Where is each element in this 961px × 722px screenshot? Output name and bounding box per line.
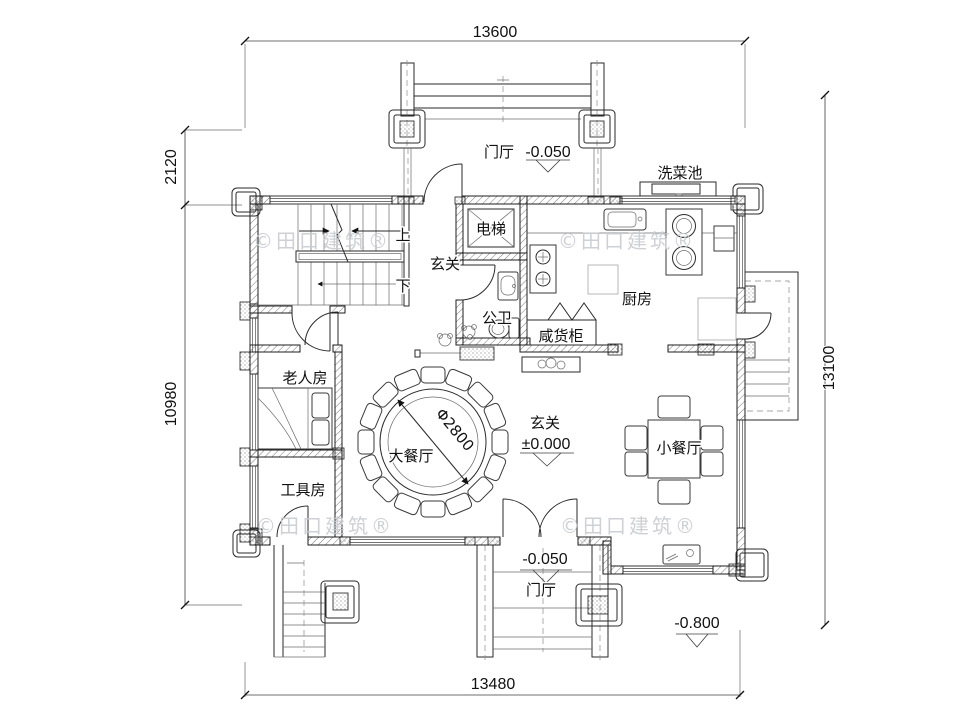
- label-small-dining: 小餐厅: [656, 439, 701, 457]
- console-table: [521, 356, 581, 373]
- door-tool-room: [276, 505, 309, 538]
- window-small-dining-bottom: [622, 565, 714, 575]
- label-tool-room: 工具房: [280, 481, 325, 499]
- dimension-annotations: 13600 2120 10980 13100 13480: [162, 23, 839, 700]
- door-elderly-room: [304, 311, 339, 346]
- label-table-diameter: Φ2800: [432, 405, 478, 455]
- label-porch-bottom-level: -0.050: [522, 551, 567, 568]
- room-labels: 门厅 -0.050 洗菜池 上 下 电梯 玄关 公卫 厨房 咸货柜 老人房 工具…: [279, 142, 721, 634]
- label-public-wc: 公卫: [482, 309, 512, 327]
- kitchen-sink: [603, 208, 647, 231]
- interior-walls: [249, 195, 746, 538]
- watermark-1: ©田口建筑®: [253, 229, 391, 253]
- label-foyer-upper: 玄关: [430, 255, 460, 273]
- label-foyer-main: 玄关: [530, 414, 560, 432]
- corner-plant: [461, 324, 477, 340]
- label-elevator: 电梯: [476, 220, 506, 238]
- dim-right-label: 13100: [821, 346, 838, 391]
- toilet: [488, 317, 520, 339]
- watermark-2: ©田口建筑®: [558, 229, 696, 253]
- label-wash-basin: 洗菜池: [657, 164, 702, 182]
- door-corridor: [291, 312, 331, 352]
- cooking-pots: [665, 208, 703, 276]
- window-kitchen-top: [619, 195, 736, 205]
- label-kitchen: 厨房: [622, 290, 652, 308]
- window-elderly-room: [249, 373, 259, 451]
- wall-appliance: [662, 544, 701, 565]
- window-dining-bottom: [349, 536, 466, 546]
- porch-column-base-bottom: [575, 583, 623, 627]
- label-goods-cabinet: 咸货柜: [538, 327, 583, 345]
- label-porch-top-level: -0.050: [525, 144, 570, 161]
- watermark-3: ©田口建筑®: [256, 514, 394, 538]
- watermarks: ©田口建筑® ©田口建筑® ©田口建筑® ©田口建筑®: [253, 229, 698, 538]
- dim-left-upper-label: 2120: [163, 149, 180, 185]
- label-yard-level: -0.800: [674, 615, 719, 632]
- label-stair-up: 上: [395, 226, 410, 244]
- dim-top-label: 13600: [473, 24, 518, 41]
- porch-column-base-right: [578, 109, 616, 149]
- dim-left-lower-label: 10980: [163, 382, 180, 427]
- porch-column-base-left: [388, 109, 426, 149]
- window-stair-top: [269, 195, 393, 205]
- bathroom-fixtures: [461, 271, 520, 340]
- bottom-porch: [476, 544, 623, 660]
- window-tool-room: [249, 465, 259, 529]
- side-entry-steps: [745, 271, 799, 421]
- top-porch: [388, 60, 616, 196]
- bed: [257, 387, 333, 450]
- hall-console: [414, 333, 495, 361]
- door-main-double: [502, 498, 578, 538]
- window-kitchen-right: [736, 215, 746, 289]
- label-elderly-room: 老人房: [282, 369, 327, 387]
- goods-cabinet: [414, 302, 597, 373]
- square-dining-table: [624, 395, 724, 505]
- staircase: [258, 203, 405, 306]
- label-grand-dining: 大餐厅: [388, 447, 433, 465]
- label-porch-bottom: 门厅: [526, 581, 556, 599]
- stove: [529, 244, 557, 294]
- dining-chairs: [357, 366, 509, 518]
- watermark-4: ©田口建筑®: [560, 514, 698, 538]
- doors: [276, 163, 772, 538]
- window-small-dining-right: [736, 419, 746, 529]
- dim-bottom-label: 13480: [471, 676, 516, 693]
- exterior-stairs-left: [273, 545, 360, 658]
- kitchen-fixtures: [527, 208, 737, 341]
- wc-sink: [497, 271, 519, 301]
- door-side-entry: [744, 312, 772, 340]
- corner-pilasters: [231, 183, 769, 582]
- door-public-wc: [459, 264, 496, 301]
- porch-column-base-left-stairs: [320, 580, 360, 624]
- level-markers: [520, 159, 718, 648]
- label-stair-down: 下: [395, 277, 410, 295]
- door-top-porch: [423, 163, 463, 203]
- round-dining-table: [357, 366, 509, 518]
- label-porch-top: 门厅: [484, 143, 514, 161]
- label-foyer-main-level: ±0.000: [522, 436, 571, 453]
- elevator-shaft: [467, 208, 515, 248]
- fridge: [713, 225, 735, 252]
